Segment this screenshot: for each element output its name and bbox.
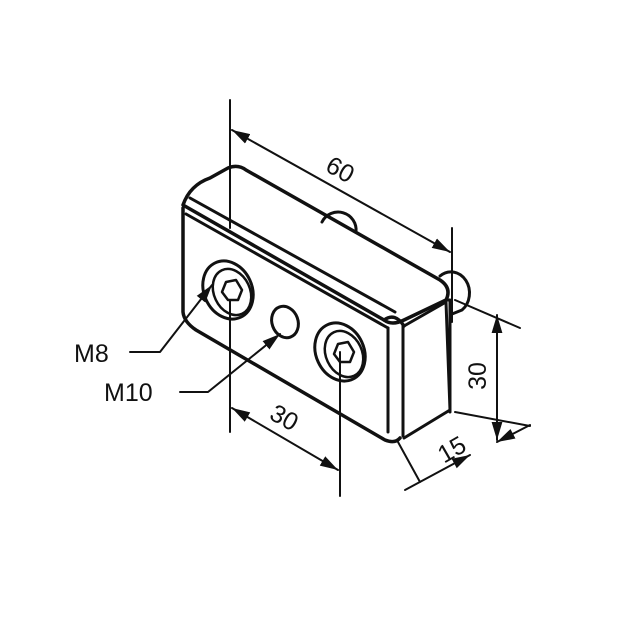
dimension-lines xyxy=(129,99,531,497)
m8-label: M8 xyxy=(74,340,109,368)
m8-screw-right xyxy=(313,321,367,383)
block-body xyxy=(181,164,471,444)
dim-height-label: 30 xyxy=(464,362,492,390)
hex-socket-icon xyxy=(332,340,356,364)
m10-leader xyxy=(179,333,281,393)
hex-socket-icon xyxy=(220,278,244,302)
m10-label: M10 xyxy=(104,379,153,407)
m8-leader xyxy=(129,284,213,353)
m10-hole xyxy=(270,304,300,340)
m8-screw-left xyxy=(201,259,255,321)
side-bump xyxy=(438,270,471,316)
dim-depth-label: 15 xyxy=(433,431,471,469)
